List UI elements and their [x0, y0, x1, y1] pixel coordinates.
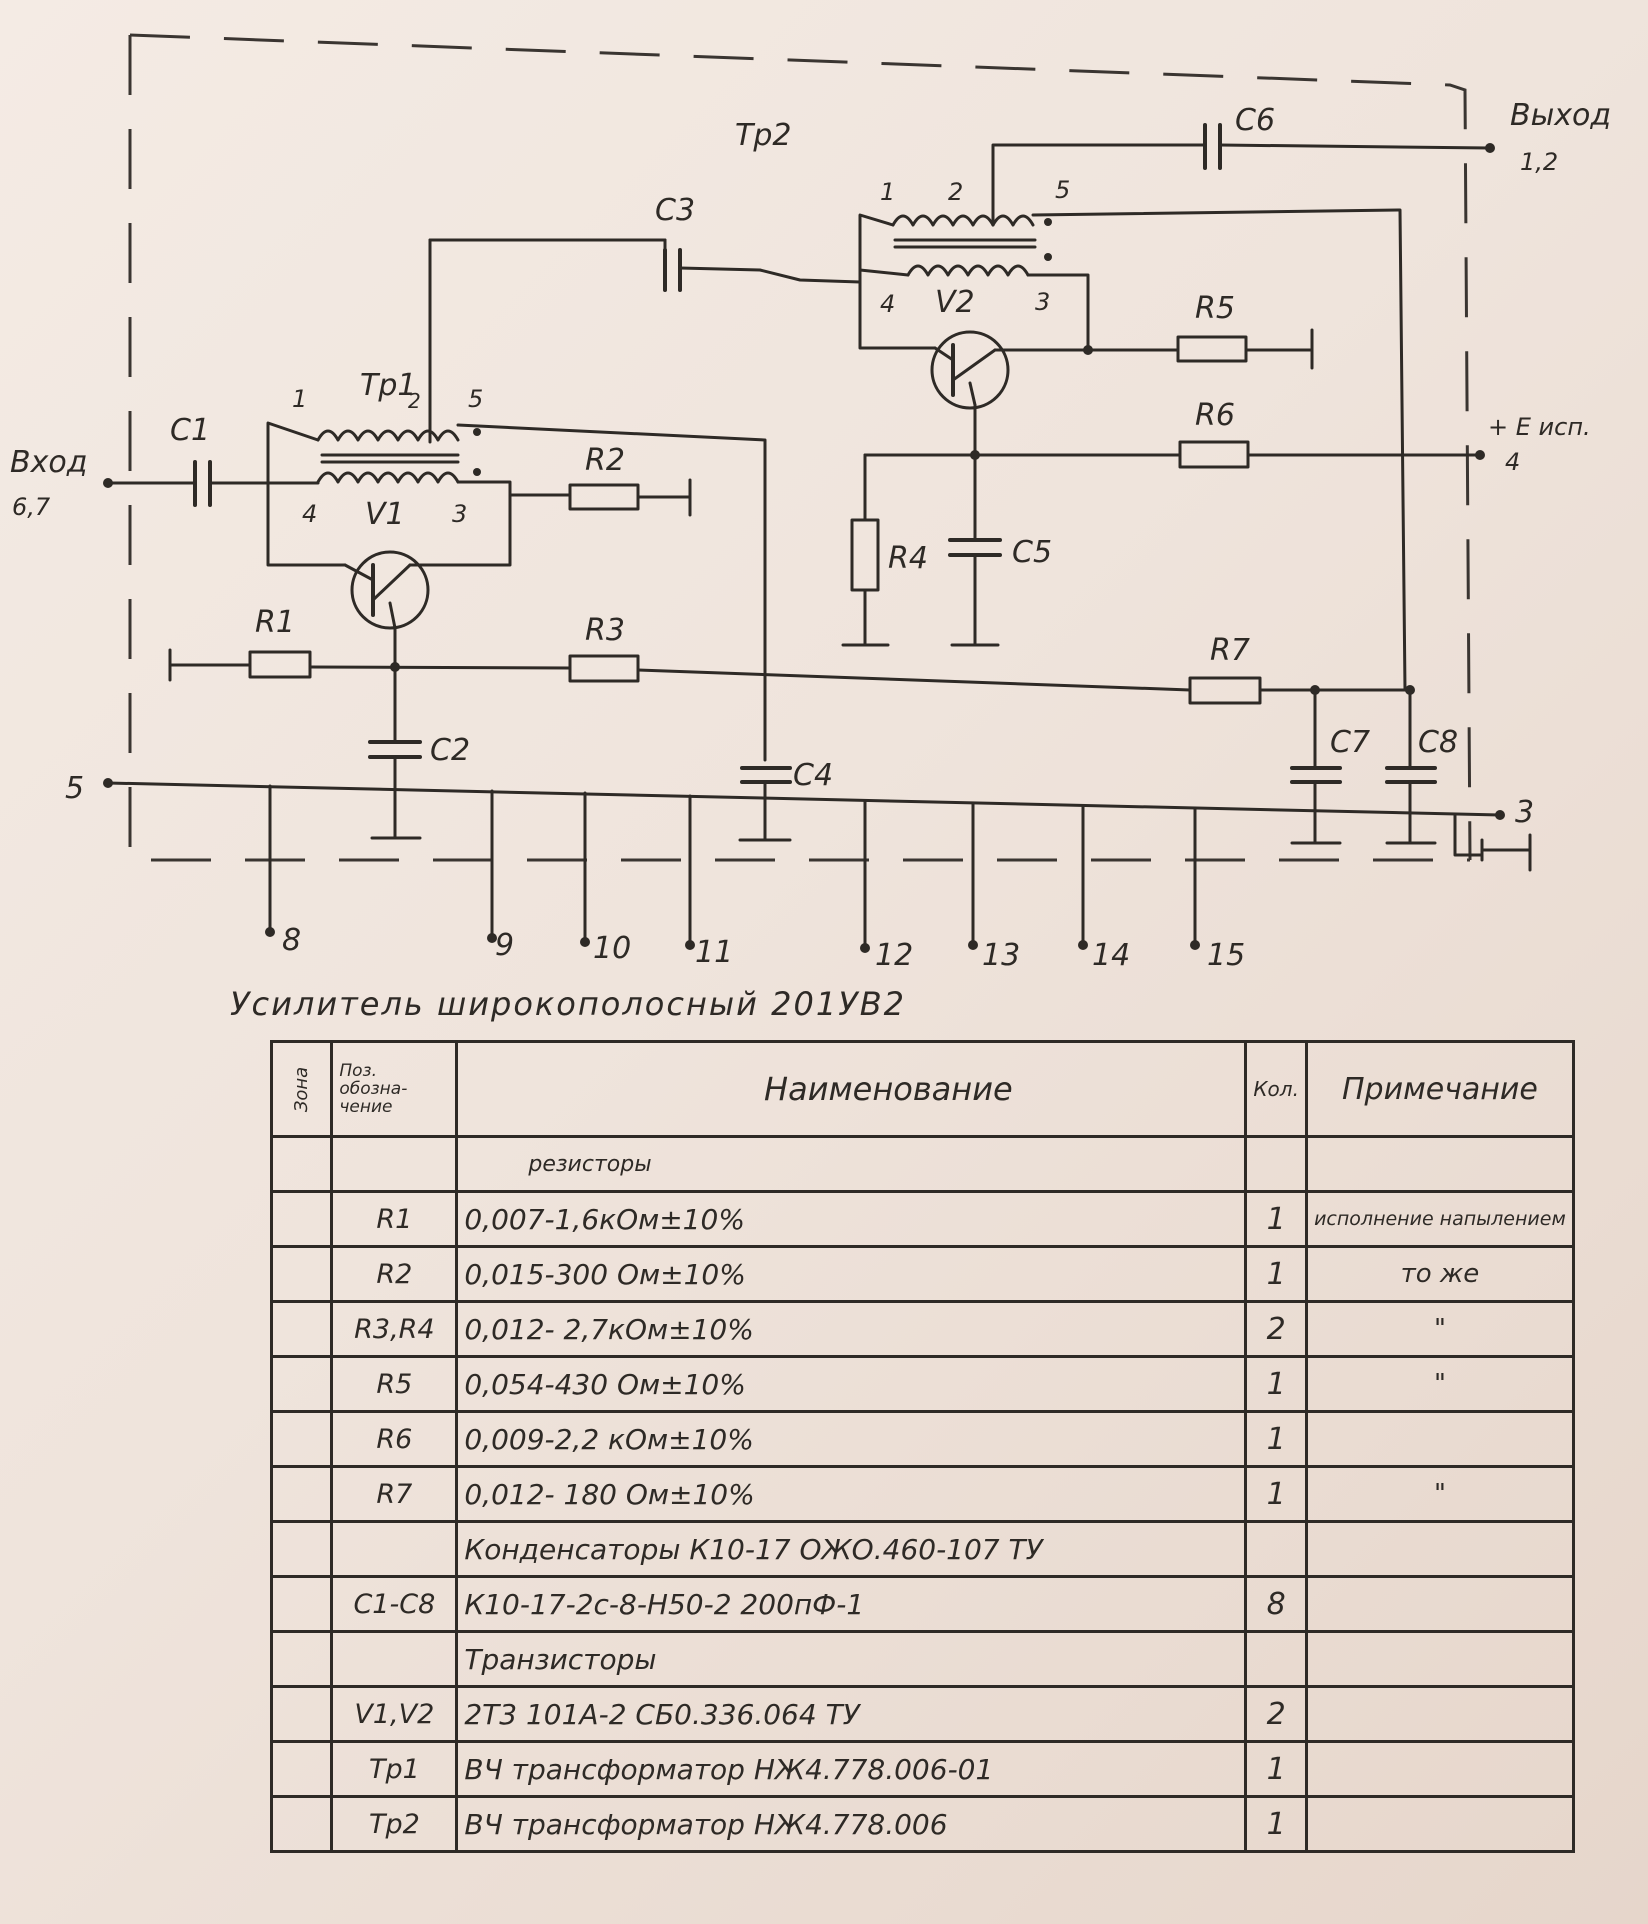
- pin-label: 15: [1207, 938, 1245, 973]
- document-title: Усилитель широкополосный 201УВ2: [230, 985, 906, 1023]
- tr2-primary-coil: [891, 214, 1035, 227]
- pin-label: 9: [495, 928, 514, 963]
- supply-pin-label: 4: [1505, 448, 1520, 476]
- svg-text:3: 3: [1035, 288, 1050, 316]
- tr1-primary-coil: [316, 429, 460, 442]
- section-transistors: Транзисторы: [455, 1630, 1248, 1688]
- module-boundary: [128, 35, 1470, 862]
- v2-transistor: [930, 330, 1010, 410]
- header-zone: Зона: [269, 1040, 334, 1138]
- pin-label: 11: [695, 935, 733, 970]
- r5-resistor: [1176, 335, 1248, 363]
- table-row: R6 0,009-2,2 кОм±10% 1: [269, 1410, 1575, 1468]
- v1-transistor: [350, 550, 430, 630]
- c4-label: C4: [793, 758, 833, 793]
- r4-resistor: [850, 518, 880, 592]
- table-row: R2 0,015-300 Ом±10% 1 то же: [269, 1245, 1575, 1303]
- svg-text:2: 2: [948, 178, 963, 206]
- svg-text:5: 5: [1055, 176, 1070, 204]
- header-name: Наименование: [455, 1040, 1248, 1138]
- table-row: R5 0,054-430 Ом±10% 1 ": [269, 1355, 1575, 1413]
- v1-label: V1: [365, 497, 405, 532]
- r7-resistor: [1188, 676, 1262, 705]
- input-label: Вход: [10, 445, 87, 480]
- circuit-schematic: Вход 6,7 C1 Тр1 2 1 5 4 3 V1 R2 R1 R3 R7: [10, 33, 1611, 973]
- header-note: Примечание: [1304, 1040, 1575, 1138]
- svg-text:3: 3: [452, 500, 467, 528]
- table-row: R3,R4 0,012- 2,7кОм±10% 2 ": [269, 1300, 1575, 1358]
- tr2-secondary-coil: [906, 264, 1030, 277]
- pin-label: 10: [593, 931, 631, 966]
- pin-label: 12: [875, 938, 913, 973]
- r3-resistor: [568, 654, 640, 683]
- r3-label: R3: [585, 613, 625, 648]
- table-row: R7 0,012- 180 Ом±10% 1 ": [269, 1465, 1575, 1523]
- svg-text:4: 4: [880, 290, 895, 318]
- ground-bus: [106, 781, 1502, 817]
- c3-label: C3: [655, 193, 695, 228]
- c5-label: C5: [1012, 535, 1052, 570]
- bottom-pins: 8 9 10 11 12 13 14 15: [265, 784, 1245, 973]
- tr1-label: Тр1: [360, 368, 416, 403]
- tr2-label: Тр2: [735, 118, 791, 153]
- header-position: Поз. обозна-чение: [330, 1040, 459, 1138]
- c7-label: C7: [1330, 725, 1370, 760]
- table-row: R1 0,007-1,6кОм±10% 1 исполнение напылен…: [269, 1190, 1575, 1248]
- r1-label: R1: [255, 605, 295, 640]
- pin3-label: 3: [1515, 795, 1534, 830]
- c6-label: C6: [1235, 103, 1275, 138]
- table-row: C1-C8 К10-17-2с-8-Н50-2 200пФ-1 8: [269, 1575, 1575, 1633]
- r7-label: R7: [1210, 633, 1250, 668]
- c1-label: C1: [170, 413, 210, 448]
- table-row: резисторы: [269, 1135, 1575, 1193]
- parts-list-table: Зона Поз. обозна-чение Наименование Кол.…: [269, 1040, 1575, 1853]
- section-resistors: резисторы: [455, 1135, 1248, 1193]
- table-row: V1,V2 2Т3 101А-2 СБ0.336.064 ТУ 2: [269, 1685, 1575, 1743]
- r5-label: R5: [1195, 291, 1235, 326]
- input-pins-label: 6,7: [12, 493, 51, 521]
- r6-label: R6: [1195, 398, 1235, 433]
- r2-resistor: [568, 483, 640, 511]
- output-pins-label: 1,2: [1520, 148, 1558, 176]
- tr1-sub-label: 2: [408, 389, 421, 413]
- supply-label: + E исп.: [1488, 413, 1591, 441]
- c2-label: C2: [430, 733, 470, 768]
- c8-label: C8: [1418, 725, 1458, 760]
- r2-label: R2: [585, 443, 625, 478]
- v2-label: V2: [935, 285, 975, 320]
- svg-text:1: 1: [292, 385, 307, 413]
- pin5-label: 5: [65, 771, 84, 806]
- table-row: Тр2 ВЧ трансформатор НЖ4.778.006 1: [269, 1795, 1575, 1853]
- pin-label: 13: [982, 938, 1020, 973]
- r4-label: R4: [888, 541, 928, 576]
- table-row: Конденсаторы К10-17 ОЖО.460-107 ТУ: [269, 1520, 1575, 1578]
- pin-label: 8: [282, 923, 301, 958]
- r6-resistor: [1178, 440, 1250, 469]
- table-row: Тр1 ВЧ трансформатор НЖ4.778.006-01 1: [269, 1740, 1575, 1798]
- output-label: Выход: [1510, 98, 1611, 133]
- svg-text:5: 5: [468, 385, 483, 413]
- tr1-secondary-coil: [316, 471, 460, 484]
- section-capacitors: Конденсаторы К10-17 ОЖО.460-107 ТУ: [455, 1520, 1248, 1578]
- header-quantity: Кол.: [1244, 1040, 1308, 1138]
- table-row: Транзисторы: [269, 1630, 1575, 1688]
- pin-label: 14: [1092, 938, 1130, 973]
- svg-text:4: 4: [302, 500, 317, 528]
- r1-resistor: [248, 650, 312, 679]
- svg-text:1: 1: [880, 178, 895, 206]
- table-header-row: Зона Поз. обозна-чение Наименование Кол.…: [269, 1040, 1575, 1138]
